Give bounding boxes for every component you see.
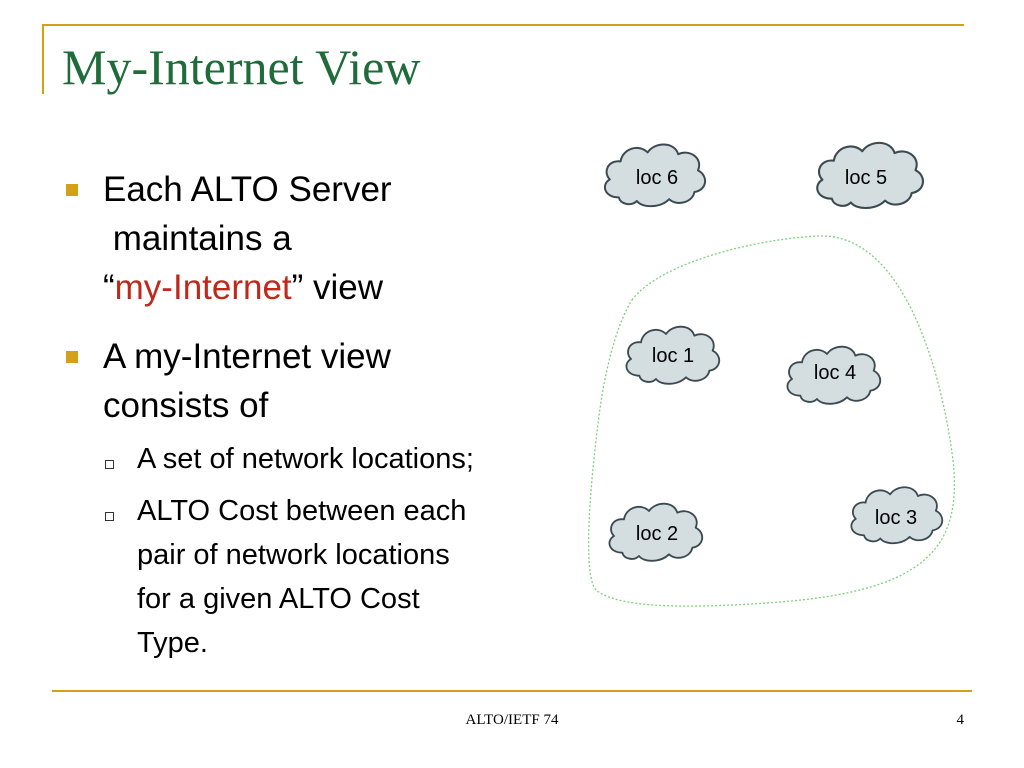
my-internet-emphasis: my-Internet: [114, 268, 292, 307]
close-quote-view: ” view: [291, 268, 384, 307]
cloud-loc1: loc 1: [625, 325, 721, 385]
sub-bullet-2-line-3: for a given ALTO Cost: [137, 583, 420, 615]
bullet-2-line-2: consists of: [103, 386, 269, 425]
sub-bullet-1-line-1: A set of network locations;: [137, 443, 474, 475]
cloud-loc2: loc 2: [608, 502, 704, 562]
cloud-label-loc2: loc 2: [636, 523, 678, 545]
frame-left-rule: [42, 24, 44, 94]
cloud-label-loc6: loc 6: [636, 167, 678, 189]
cloud-loc5: loc 5: [815, 141, 925, 210]
bullet-1-line-3: “my-Internet” view: [103, 265, 383, 310]
sub-bullet-2-line-4: Type.: [137, 627, 208, 659]
cloud-label-loc4: loc 4: [814, 362, 856, 384]
slide-title: My-Internet View: [62, 39, 421, 95]
frame-top-rule: [42, 24, 964, 26]
cloud-loc4: loc 4: [786, 345, 882, 405]
cloud-label-loc5: loc 5: [845, 167, 887, 189]
sub-bullet-marker-1: [105, 460, 114, 469]
my-internet-boundary: [588, 235, 956, 607]
bullet-marker-1: [66, 184, 78, 196]
open-quote: “: [103, 268, 115, 307]
cloud-label-loc3: loc 3: [875, 507, 917, 529]
bullet-1-line-2: maintains a: [103, 219, 292, 258]
cloud-loc6: loc 6: [603, 143, 707, 208]
bullet-1-line-1: Each ALTO Server: [103, 170, 392, 209]
footer-title: ALTO/IETF 74: [465, 712, 559, 728]
sub-bullet-2-line-2: pair of network locations: [137, 539, 450, 571]
page-number: 4: [956, 712, 965, 728]
cloud-loc3: loc 3: [850, 486, 944, 545]
sub-bullet-marker-2: [105, 512, 114, 521]
bullet-marker-2: [66, 351, 78, 363]
bullet-2-line-1: A my-Internet view: [103, 337, 391, 376]
sub-bullet-2-line-1: ALTO Cost between each: [137, 495, 467, 527]
cloud-label-loc1: loc 1: [652, 345, 694, 367]
footer-rule: [52, 690, 972, 692]
